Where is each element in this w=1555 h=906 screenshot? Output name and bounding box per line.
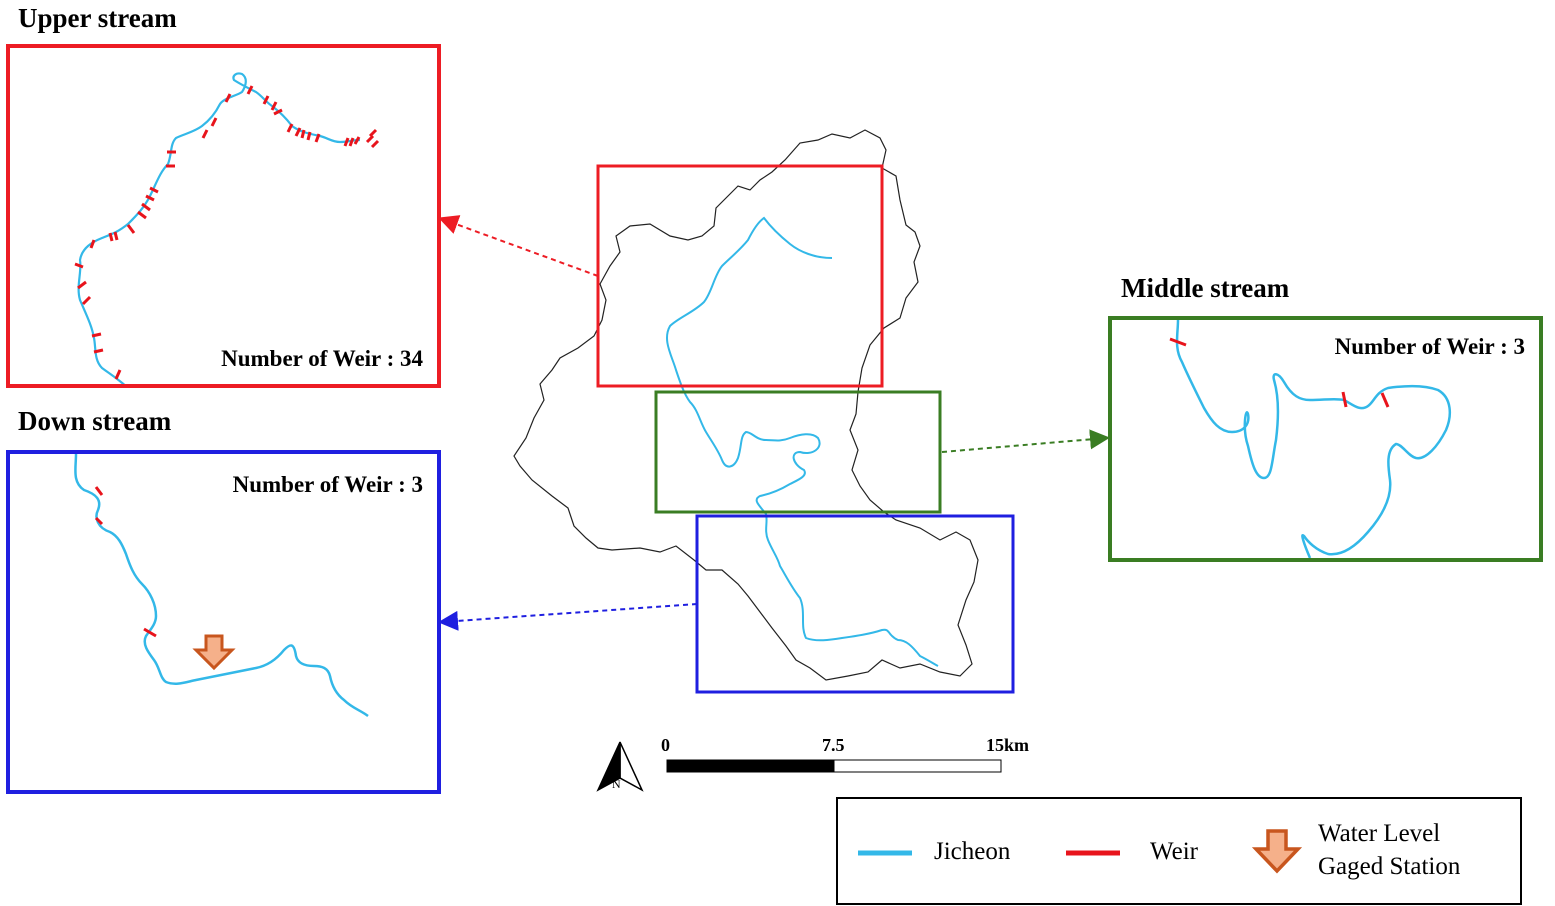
legend-weir-label: Weir: [1150, 838, 1198, 865]
down-arrow: [438, 603, 698, 631]
upper-stream-inset: Number of Weir : 34: [6, 44, 441, 388]
middle-stream-title: Middle stream: [1121, 273, 1290, 303]
down-frame: [695, 514, 1015, 694]
legend-station-label-2: Gaged Station: [1318, 853, 1461, 880]
scale-label-end: 15km: [986, 735, 1030, 755]
down-river: [74, 454, 369, 718]
legend-river-label: Jicheon: [934, 838, 1011, 865]
middle-arrow: [941, 429, 1110, 453]
north-label: N: [612, 777, 621, 791]
down-stream-title: Down stream: [18, 406, 172, 436]
gaged-station-icon: [192, 634, 236, 671]
overview-river: [666, 216, 939, 667]
watershed-boundary: [513, 129, 979, 681]
middle-frame: [654, 390, 942, 514]
upper-stream-map: [74, 72, 380, 384]
down-weirs: [94, 486, 157, 638]
north-arrow-icon: [596, 741, 644, 792]
middle-weirs: [1169, 337, 1390, 408]
legend-station-label-1: Water Level: [1318, 820, 1441, 847]
down-stream-map: [74, 454, 369, 718]
middle-stream-map: [1169, 320, 1452, 558]
middle-weir-count: Number of Weir : 3: [1334, 334, 1525, 359]
down-weir-count: Number of Weir : 3: [232, 472, 423, 497]
legend-station-icon: [1251, 829, 1303, 874]
upper-arrow: [438, 215, 599, 277]
upper-frame: [596, 164, 884, 388]
upper-weirs: [74, 85, 380, 380]
scale-label-mid: 7.5: [822, 735, 845, 755]
scale-label-0: 0: [661, 735, 670, 755]
down-stream-inset: Number of Weir : 3: [6, 450, 441, 794]
middle-stream-inset: Number of Weir : 3: [1108, 316, 1543, 562]
upper-weir-count: Number of Weir : 34: [221, 346, 423, 371]
upper-river: [77, 72, 361, 384]
map-legend: Jicheon Weir Water Level Gaged Station: [836, 797, 1522, 905]
scale-bar-white: [833, 759, 1002, 773]
scale-bar-black: [666, 759, 835, 773]
upper-stream-title: Upper stream: [18, 3, 177, 33]
